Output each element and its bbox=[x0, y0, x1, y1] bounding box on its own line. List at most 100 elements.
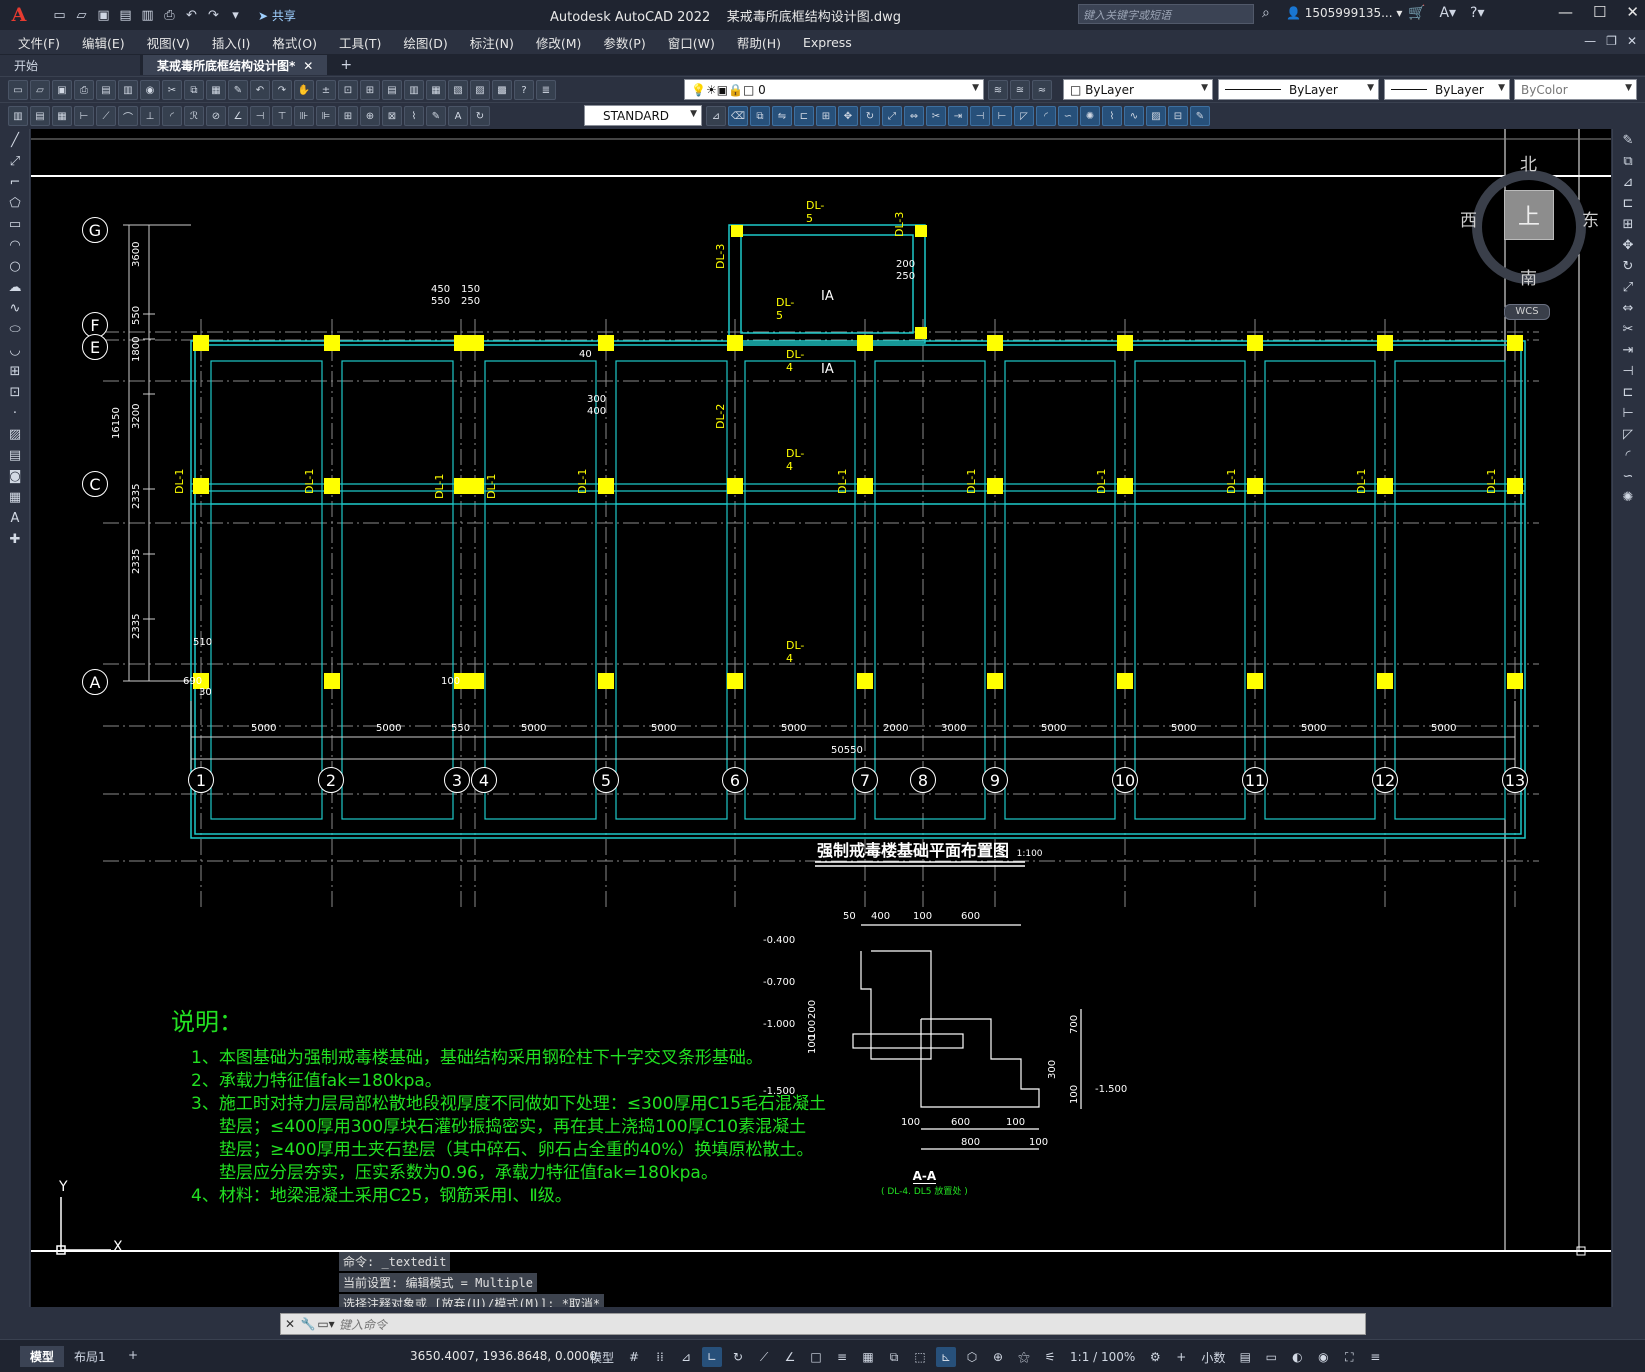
doc-minimize-icon[interactable]: — bbox=[1584, 34, 1597, 48]
ellipse-icon[interactable]: ⬭ bbox=[9, 321, 21, 337]
polyline-icon[interactable]: ⌐ bbox=[9, 174, 21, 190]
viewcube-ring[interactable] bbox=[1472, 170, 1586, 284]
new-tab-icon[interactable]: + bbox=[340, 57, 353, 73]
auto-scale-icon[interactable]: ⚟ bbox=[1044, 1350, 1056, 1364]
color-dropdown[interactable]: □ ByLayer▼ bbox=[1063, 79, 1213, 100]
compass-south[interactable]: 南 bbox=[1520, 269, 1537, 289]
join-icon[interactable]: ⊢ bbox=[992, 106, 1012, 126]
redo-icon[interactable]: ↷ bbox=[208, 7, 219, 23]
linear-dim-icon[interactable]: ⊢ bbox=[74, 106, 94, 126]
compass-north[interactable]: 北 bbox=[1520, 155, 1537, 175]
units-selector[interactable]: 小数 bbox=[1201, 1350, 1226, 1365]
dimstyle-icon[interactable]: ⊿ bbox=[706, 106, 726, 126]
add-selected-icon[interactable]: ✚ bbox=[9, 531, 21, 547]
doc-close-icon[interactable]: ✕ bbox=[1626, 34, 1637, 48]
maximize-icon[interactable]: ☐ bbox=[1592, 3, 1607, 21]
tab-drawing[interactable]: 某戒毒所底框结构设计图*✕ bbox=[143, 55, 328, 75]
osnap-icon[interactable]: □ bbox=[810, 1350, 822, 1364]
zoom-window-icon[interactable]: ⊡ bbox=[338, 80, 358, 100]
tolerance-icon[interactable]: ⊞ bbox=[338, 106, 358, 126]
ortho-icon[interactable]: ∟ bbox=[702, 1347, 723, 1367]
isolate-objects-icon[interactable]: ◐ bbox=[1292, 1350, 1303, 1364]
erase-icon[interactable]: ⌫ bbox=[728, 106, 748, 126]
fillet-icon[interactable]: ◜ bbox=[1036, 106, 1056, 126]
viewcube-face-top[interactable]: 上 bbox=[1504, 190, 1554, 240]
layer-previous-icon[interactable]: ≋ bbox=[988, 80, 1008, 100]
chamfer-side-icon[interactable]: ◸ bbox=[1623, 426, 1633, 442]
save-tool-icon[interactable]: ▣ bbox=[52, 80, 72, 100]
angular-dim-icon[interactable]: ∠ bbox=[228, 106, 248, 126]
stretch-side-icon[interactable]: ⇔ bbox=[1622, 300, 1634, 316]
share-button[interactable]: ➤ 共享 bbox=[258, 8, 296, 23]
3d-publish-icon[interactable]: ◉ bbox=[140, 80, 160, 100]
scale-side-icon[interactable]: ⤢ bbox=[1622, 279, 1634, 295]
mirror-icon[interactable]: ⇋ bbox=[772, 106, 792, 126]
print-icon[interactable]: ⎙ bbox=[164, 7, 175, 23]
gizmo-icon[interactable]: ⊕ bbox=[992, 1350, 1004, 1364]
menu-express[interactable]: Express bbox=[802, 34, 852, 50]
layer-match-icon[interactable]: ≈ bbox=[1032, 80, 1052, 100]
aligned-dim-icon[interactable]: ⟋ bbox=[96, 106, 116, 126]
dim-edit-icon[interactable]: ✎ bbox=[426, 106, 446, 126]
menu-edit[interactable]: 编辑(E) bbox=[81, 35, 125, 51]
open-icon[interactable]: ▱ bbox=[30, 80, 50, 100]
copy-side-icon[interactable]: ⧉ bbox=[1623, 153, 1633, 169]
model-space-button[interactable]: 模型 bbox=[590, 1350, 615, 1365]
offset-icon[interactable]: ⊏ bbox=[794, 106, 814, 126]
sheet-set-icon[interactable]: ▧ bbox=[448, 80, 468, 100]
rotate-side-icon[interactable]: ↻ bbox=[1622, 258, 1634, 274]
break-side-icon[interactable]: ⊏ bbox=[1622, 384, 1634, 400]
workspace-icon[interactable]: ⚙ bbox=[1149, 1350, 1161, 1364]
customize-qat-icon[interactable]: ▾ bbox=[232, 7, 239, 23]
add-layout-icon[interactable]: + bbox=[128, 1348, 139, 1362]
continue-dim-icon[interactable]: ⊪ bbox=[294, 106, 314, 126]
center-mark-icon[interactable]: ⊕ bbox=[360, 106, 380, 126]
lineweight-dropdown[interactable]: ByLayer▼ bbox=[1384, 79, 1510, 100]
annotation-visibility-icon[interactable]: ⚝ bbox=[1018, 1349, 1030, 1364]
otrack-icon[interactable]: ∠ bbox=[784, 1350, 796, 1364]
revcloud-icon[interactable]: ☁ bbox=[8, 279, 22, 295]
clean-screen-icon[interactable]: ⛶ bbox=[1345, 1349, 1354, 1364]
insert-block-icon[interactable]: ⊞ bbox=[9, 363, 21, 379]
dim-update-icon[interactable]: ↻ bbox=[470, 106, 490, 126]
linetype-dropdown[interactable]: ByLayer▼ bbox=[1218, 79, 1379, 100]
cmd-close-icon[interactable]: ✕ bbox=[284, 1317, 296, 1331]
layer-manager-icon[interactable]: ≣ bbox=[536, 80, 556, 100]
coordinate-readout[interactable]: 3650.4007, 1936.8648, 0.0000 bbox=[410, 1349, 598, 1363]
menu-dimension[interactable]: 标注(N) bbox=[469, 35, 514, 51]
pan-icon[interactable]: ✋ bbox=[294, 80, 314, 100]
spline-icon[interactable]: ∿ bbox=[9, 300, 21, 316]
calc-icon[interactable]: ▩ bbox=[492, 80, 512, 100]
hatch-icon[interactable]: ▨ bbox=[8, 426, 22, 442]
break-icon[interactable]: ⊣ bbox=[970, 106, 990, 126]
tab-start[interactable]: 开始 bbox=[0, 55, 140, 75]
viewcube[interactable]: 上 北 南 西 东 bbox=[1460, 152, 1599, 289]
preview-icon[interactable]: ▤ bbox=[96, 80, 116, 100]
zoom-previous-icon[interactable]: ⊞ bbox=[360, 80, 380, 100]
selection-cycling-icon[interactable]: ⧉ bbox=[889, 1349, 899, 1364]
jogged-dim-icon[interactable]: ℛ bbox=[184, 106, 204, 126]
edit-polyline-icon[interactable]: ⌇ bbox=[1102, 106, 1122, 126]
explode-icon[interactable]: ✺ bbox=[1080, 106, 1100, 126]
markup-icon[interactable]: ▨ bbox=[470, 80, 490, 100]
3dosnap-icon[interactable]: ⬚ bbox=[914, 1350, 926, 1364]
draworder-back-icon[interactable]: ▦ bbox=[52, 106, 72, 126]
cmd-customize-icon[interactable]: 🔧 bbox=[300, 1317, 316, 1331]
close-icon[interactable]: ✕ bbox=[1626, 3, 1639, 21]
redo-tool-icon[interactable]: ↷ bbox=[272, 80, 292, 100]
erase-side-icon[interactable]: ✎ bbox=[1622, 132, 1634, 148]
menu-insert[interactable]: 插入(I) bbox=[211, 35, 251, 51]
offset-side-icon[interactable]: ⊏ bbox=[1622, 195, 1634, 211]
extend-icon[interactable]: ⇥ bbox=[948, 106, 968, 126]
tool-palette-icon[interactable]: ▦ bbox=[426, 80, 446, 100]
mtext-icon[interactable]: A bbox=[10, 510, 20, 526]
rotate-icon[interactable]: ↻ bbox=[860, 106, 880, 126]
publish-icon[interactable]: ▥ bbox=[141, 7, 154, 23]
copy-object-icon[interactable]: ⧉ bbox=[750, 106, 770, 126]
cart-icon[interactable]: 🛒 bbox=[1408, 5, 1426, 21]
tab-close-icon[interactable]: ✕ bbox=[303, 59, 314, 73]
draworder-icon[interactable]: ▥ bbox=[8, 106, 28, 126]
customize-status-icon[interactable]: ≡ bbox=[1370, 1350, 1381, 1364]
graphics-performance-icon[interactable]: ◉ bbox=[1318, 1350, 1329, 1364]
command-line[interactable]: ✕ 🔧 ▭▾ 键入命令 bbox=[280, 1313, 1366, 1335]
